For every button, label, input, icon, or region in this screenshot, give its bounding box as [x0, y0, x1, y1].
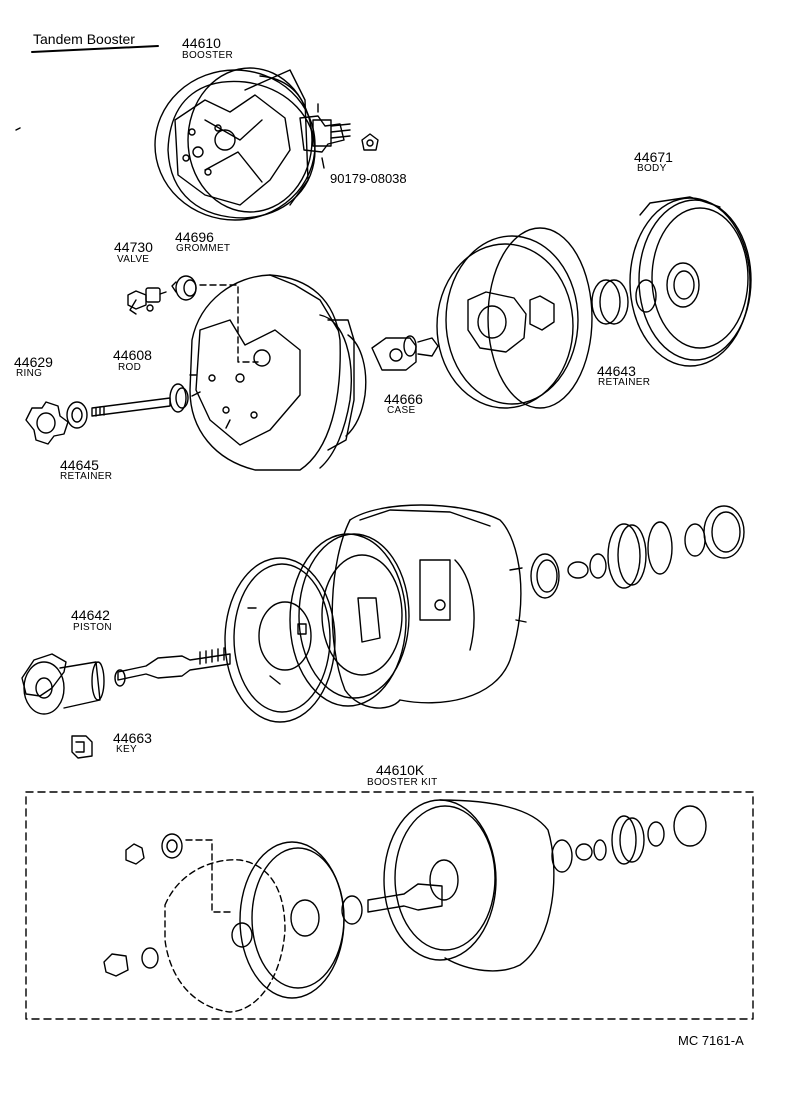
grommet-part	[171, 275, 197, 301]
rod-part	[91, 383, 189, 417]
part-number-piston: 44642	[71, 607, 110, 623]
part-number-key: 44663	[113, 730, 152, 746]
part-number-ring: 44629	[14, 354, 53, 370]
seal-set-part	[530, 505, 745, 599]
part-number-rod: 44608	[113, 347, 152, 363]
valve-part	[127, 287, 167, 315]
part-name-retainer-right: RETAINER	[598, 377, 651, 388]
part-name-ring: RING	[16, 368, 43, 379]
key-part	[71, 735, 93, 759]
diagram-reference-code: MC 7161-A	[678, 1033, 744, 1048]
front-shell-part	[189, 274, 367, 471]
diagram-title: Tandem Booster	[33, 31, 135, 47]
part-name-grommet: GROMMET	[176, 243, 231, 254]
page-mark	[15, 127, 21, 131]
ring-part	[25, 401, 69, 445]
part-name-booster-kit: BOOSTER KIT	[367, 777, 438, 788]
part-number-case: 44666	[384, 391, 423, 407]
part-number-valve: 44730	[114, 239, 153, 255]
part-name-case: CASE	[387, 405, 416, 416]
diaphragm-plate-part	[436, 227, 593, 409]
valve-plunger-part	[114, 647, 231, 687]
part-name-retainer-left: RETAINER	[60, 471, 113, 482]
retainer-right-part	[591, 279, 657, 325]
part-number-body: 44671	[634, 149, 673, 165]
part-number-booster: 44610	[182, 35, 221, 51]
retainer-left-part	[66, 401, 88, 429]
rear-shell-part	[331, 504, 527, 709]
title-underline	[31, 45, 159, 53]
booster-assembly-drawing	[154, 67, 379, 221]
part-number-retainer-right: 44643	[597, 363, 636, 379]
body-part	[629, 196, 752, 367]
part-name-rod: ROD	[118, 362, 142, 373]
part-name-piston: PISTON	[73, 622, 112, 633]
booster-kit-contents	[103, 799, 707, 1013]
diaphragm-part	[289, 533, 410, 707]
part-name-valve: VALVE	[117, 254, 150, 265]
part-number-grommet: 44696	[175, 229, 214, 245]
dashed-guide	[199, 284, 259, 363]
part-name-body: BODY	[637, 163, 667, 174]
part-name-key: KEY	[116, 744, 137, 755]
part-number-retainer-left: 44645	[60, 457, 99, 473]
part-number-booster-kit: 44610K	[376, 762, 425, 778]
part-number-nut: 90179-08038	[330, 171, 407, 186]
part-name-booster: BOOSTER	[182, 50, 233, 61]
piston-part	[21, 653, 105, 715]
rear-plate-part	[224, 557, 336, 723]
case-part	[371, 335, 439, 371]
booster-kit-border	[25, 791, 754, 1020]
